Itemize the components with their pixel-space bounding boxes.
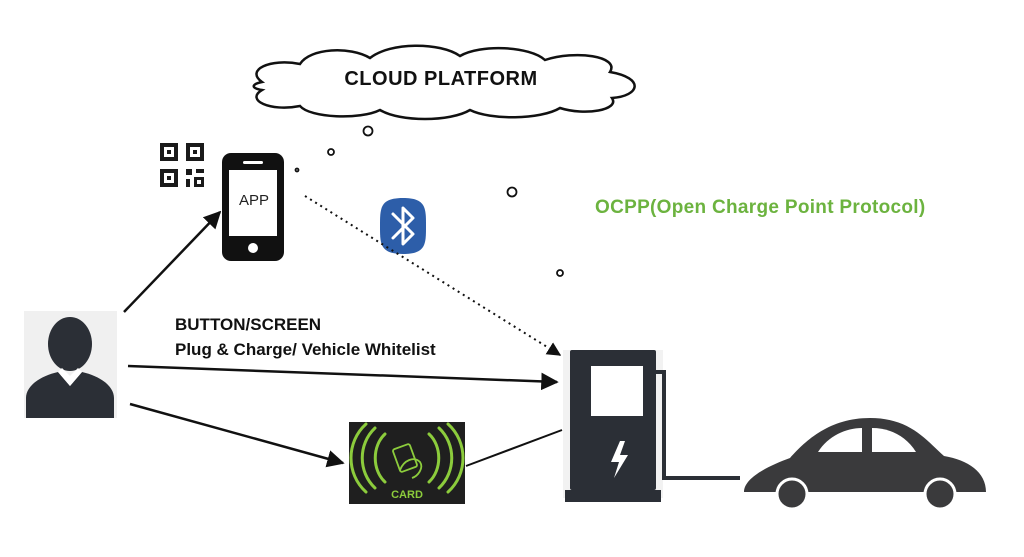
charging-station-icon [563,350,740,502]
cloud-shape [252,44,636,121]
bubble-dot [294,167,300,173]
line-card-to-charger [465,429,563,467]
bubble-dot [506,186,518,198]
cloud-platform-label: CLOUD PLATFORM [344,68,538,90]
user-icon [24,311,117,418]
rfid-card-icon [349,422,465,504]
ocpp-label: OCPP(Open Charge Point Protocol) [595,197,926,218]
button-screen-label: BUTTON/SCREEN [175,315,322,334]
qr-code-icon [160,143,204,187]
arrow-user-to-card [129,402,345,468]
arrow-user-to-app [123,210,222,313]
arrow-user-to-charger [127,364,559,391]
bluetooth-link-line [304,195,562,356]
card-label: CARD [391,489,423,501]
app-label: APP [238,192,269,209]
bubble-dots [294,125,564,277]
phone-icon [222,153,284,261]
plug-charge-label: Plug & Charge/ Vehicle Whitelist [175,340,436,359]
car-icon [744,418,986,511]
bluetooth-icon [380,198,426,254]
bubble-dot [327,148,335,156]
bubble-dot [556,269,564,277]
bubble-dot [362,125,374,137]
